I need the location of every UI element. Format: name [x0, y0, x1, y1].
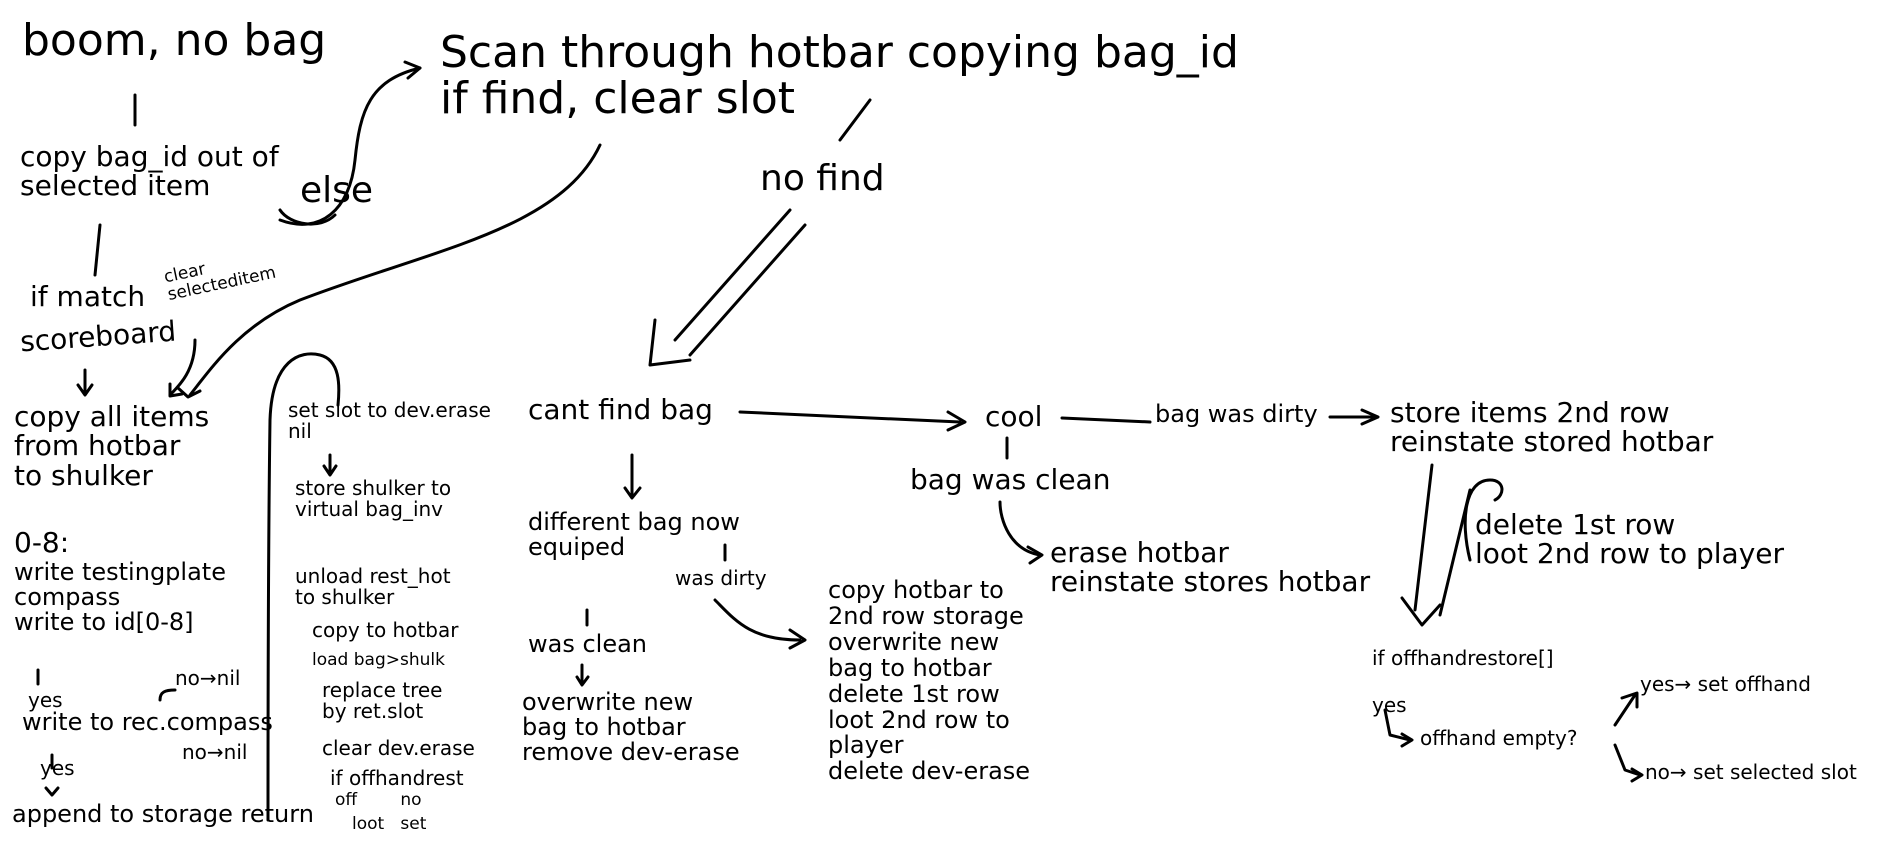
node-copy-bag-id: copy bag_id out of selected item [20, 140, 279, 203]
node-loot-set: loot set [352, 814, 427, 834]
curved-arrow [188, 143, 602, 397]
node-erase-hotbar: erase hotbar reinstate stores hotbar [1050, 536, 1371, 599]
arrowhead [322, 464, 338, 477]
connector-line [1613, 743, 1642, 777]
node-append-storage: append to storage return [12, 800, 314, 828]
node-unload-rest-hot: unload rest_hot to shulker [295, 564, 451, 609]
node-copy-hotbar-2nd: copy hotbar to 2nd row storage overwrite… [828, 576, 1031, 786]
node-yes-1: yes [28, 688, 63, 712]
arrowhead [1400, 732, 1414, 748]
node-cool: cool [985, 400, 1043, 433]
arrowhead [76, 383, 94, 397]
node-off-no: off no [335, 790, 422, 810]
node-set-slot-dev-erase: set slot to dev.erase nil [288, 398, 491, 443]
node-offhand-empty: offhand empty? [1420, 726, 1578, 750]
big-arrow-shaft [688, 223, 807, 357]
connector-line [838, 98, 872, 142]
node-store-shulker: store shulker to virtual bag_inv [295, 476, 452, 521]
node-replace-tree: replace tree by ret.slot [322, 678, 443, 723]
connector-line [738, 410, 962, 424]
arrowhead [403, 60, 422, 80]
arrowhead [575, 675, 590, 687]
node-no-find: no find [760, 158, 885, 199]
node-bag-was-dirty: bag was dirty [1155, 400, 1318, 428]
curved-arrow [713, 598, 802, 642]
node-no-set-selected: no→ set selected slot [1645, 760, 1857, 784]
curved-line [278, 208, 337, 226]
curved-arrow [1463, 478, 1504, 562]
curved-arrow [998, 500, 1042, 557]
loop-arc [266, 352, 341, 822]
node-yes-set-offhand: yes→ set offhand [1640, 672, 1811, 696]
arrowhead [1620, 691, 1639, 709]
connector-line [93, 223, 102, 277]
connector-line [1613, 693, 1637, 727]
arrowhead [1630, 767, 1644, 783]
arrowhead [1026, 545, 1044, 565]
curved-arrow [168, 338, 197, 397]
arrowhead [176, 386, 202, 399]
arrowhead [168, 382, 184, 398]
node-if-offhand-restore: if offhandrestore[] [1372, 646, 1554, 670]
node-loop-0-8: 0-8: [14, 526, 70, 559]
node-delete-1st-row: delete 1st row loot 2nd row to player [1475, 508, 1785, 571]
arrowhead [623, 486, 642, 500]
big-arrowhead [648, 318, 692, 367]
node-no-nil-2: no→nil [182, 740, 248, 764]
node-was-dirty-1: was dirty [675, 566, 767, 590]
arrowhead [788, 628, 807, 650]
node-clear-dev-erase: clear dev.erase [322, 736, 475, 760]
arrowhead [946, 410, 967, 432]
connector-line [158, 688, 177, 702]
connector-line [1060, 416, 1152, 424]
arrowhead [44, 786, 60, 797]
node-yes-2: yes [40, 756, 75, 780]
node-bag-was-clean: bag was clean [910, 463, 1111, 496]
node-different-bag-now: different bag now equiped [528, 508, 740, 562]
arrowhead [1360, 408, 1380, 426]
node-copy-to-hotbar: copy to hotbar [312, 618, 459, 642]
node-else: else [300, 170, 374, 211]
connector-line [1383, 708, 1412, 742]
big-arrow-shaft [673, 208, 792, 342]
node-store-items-2nd: store items 2nd row reinstate stored hot… [1390, 396, 1714, 459]
node-write-testing-plate: write testingplate compass write to id[0… [14, 558, 226, 637]
node-copy-all-items: copy all items from hotbar to shulker [14, 400, 210, 492]
connector-line [1413, 463, 1434, 612]
node-was-clean-1: was clean [528, 630, 648, 658]
node-cant-find-bag: cant find bag [528, 393, 713, 426]
node-scan-hotbar: Scan through hotbar copying bag_id if fi… [440, 27, 1239, 125]
node-no-nil-1: no→nil [175, 666, 241, 690]
node-if-offhand-rest: if offhandrest [330, 766, 464, 790]
node-load-bag-shulk: load bag>shulk [312, 650, 445, 670]
node-write-rec-compass: write to rec.compass [22, 708, 273, 736]
node-if-match: if match [30, 280, 146, 313]
arrowhead [1400, 596, 1442, 627]
node-boom-no-bag: boom, no bag [22, 15, 327, 66]
node-yes-3: yes [1372, 693, 1407, 717]
node-overwrite-new-bag: overwrite new bag to hotbar remove dev-e… [522, 688, 740, 767]
